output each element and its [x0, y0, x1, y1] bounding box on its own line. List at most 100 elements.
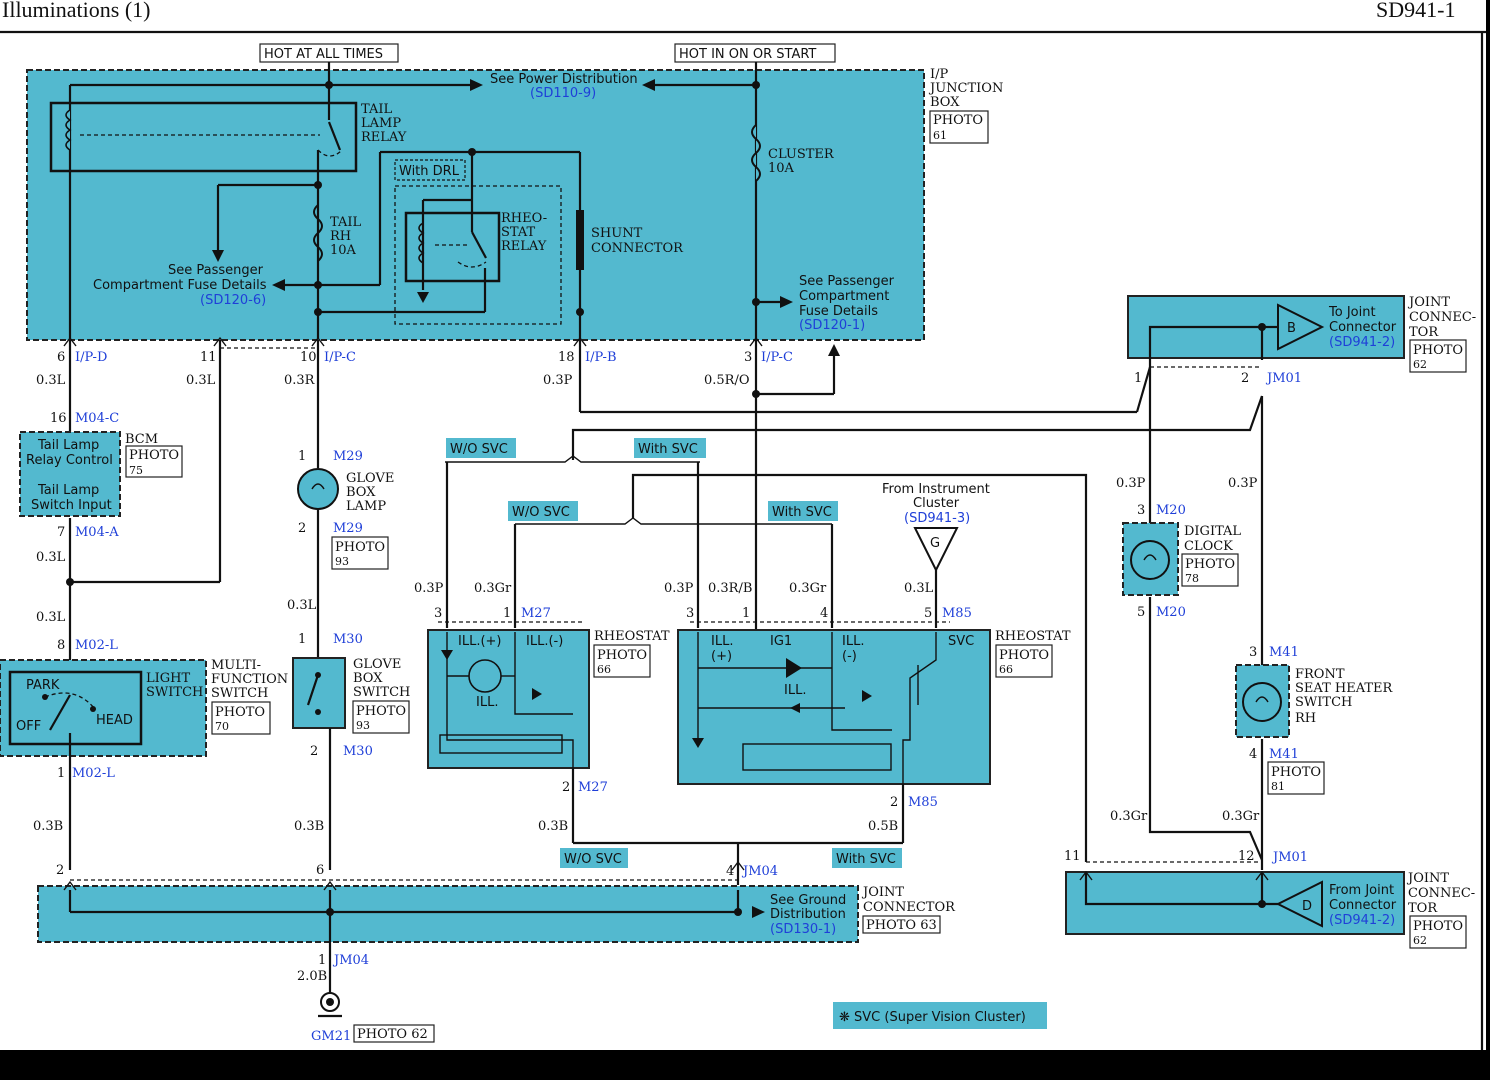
arrow-left-icon	[642, 79, 655, 91]
bulb-filament-icon	[1143, 554, 1157, 561]
joint-bottom-label-2: CONNEC-	[1408, 886, 1475, 901]
glove-switch-m30: M30	[333, 632, 363, 647]
bcm-relay-ctrl-2: Relay Control	[26, 453, 113, 468]
tag-wo-svc	[508, 501, 578, 521]
drl-option-box	[394, 185, 562, 325]
see-power-ref: (SD110-9)	[530, 86, 596, 101]
tag-wo-svc	[560, 848, 628, 868]
gm21-photo-box	[353, 1024, 435, 1043]
wire-spec: 0.3L	[36, 610, 66, 625]
diode-icon	[692, 738, 704, 748]
clock-pin-3: 3	[1137, 503, 1145, 518]
relay-contact-arc	[317, 149, 343, 157]
bcm-box	[19, 431, 121, 517]
bulb-icon	[1242, 682, 1282, 722]
potentiometer-icon	[742, 743, 892, 771]
glove-switch-label-3: SWITCH	[353, 685, 410, 700]
connector-d-label: D	[1302, 899, 1312, 914]
glove-lamp-label-3: LAMP	[346, 499, 386, 514]
fuse-icon	[751, 124, 761, 182]
led-icon	[786, 658, 802, 678]
clock-photo-no: 78	[1185, 572, 1199, 585]
ipb-wire	[1135, 366, 1152, 413]
pin-6: 6	[57, 350, 65, 365]
joint-top-bus	[1148, 325, 1264, 360]
rheostat-a-photo-no: 66	[597, 663, 611, 676]
glove-switch-pin-2: 2	[310, 744, 318, 759]
ground-pin-1: 1	[318, 953, 326, 968]
arrow-right-icon	[470, 79, 483, 91]
switch-lever-icon	[49, 694, 71, 731]
connector-g-icon	[913, 527, 959, 573]
joint-top-label-3: TOR	[1409, 325, 1439, 340]
ip-junction-box	[26, 69, 925, 341]
diode-icon	[862, 690, 872, 702]
ground-symbol-icon	[320, 992, 340, 1012]
wire-spec: 0.3L	[904, 581, 934, 596]
bcm-m04c: M04-C	[75, 411, 119, 426]
tail-relay-label-3: RELAY	[361, 130, 407, 145]
glove-switch-photo-box	[352, 700, 410, 734]
arrow-down-icon	[212, 250, 224, 262]
bcm-switch-input-1: Tail Lamp	[37, 483, 99, 498]
hot-at-all-times-label: HOT AT ALL TIMES	[264, 47, 383, 62]
tail-relay-label-2: LAMP	[361, 116, 401, 131]
gm21-label: GM21	[311, 1029, 351, 1044]
switch-pin-1: 1	[57, 766, 65, 781]
joint-bottom-photo: PHOTO	[1413, 919, 1463, 934]
see-pass-left-1: See Passenger	[168, 263, 264, 278]
see-pass-right-3: Fuse Details	[799, 304, 878, 319]
pin-ipc-2: I/P-C	[761, 350, 793, 365]
connector-chevron-icon	[749, 336, 763, 347]
connector-chevron-icon	[323, 880, 337, 891]
tail-lamp-relay	[49, 101, 358, 173]
wire-spec: 2.0B	[297, 969, 327, 984]
wire-spec: 0.3R/B	[708, 581, 752, 596]
bulb-icon	[297, 468, 339, 510]
glove-switch-label-2: BOX	[353, 671, 383, 686]
wire-spec: 0.3R	[284, 373, 316, 388]
rheostat-a-photo: PHOTO	[597, 648, 647, 663]
see-ground-1: See Ground	[770, 893, 846, 908]
glove-switch-m30-b: M30	[343, 744, 373, 759]
bulb-filament-icon	[1255, 696, 1269, 703]
rheostat-b-pin-2: 2	[890, 795, 898, 810]
multi-label-2: FUNCTION	[211, 672, 288, 687]
tail-fuse-label-2: RH	[330, 229, 351, 244]
light-switch-label-1: LIGHT	[146, 671, 190, 686]
glove-lamp-photo: PHOTO	[335, 540, 385, 555]
bulb-icon	[1130, 540, 1170, 580]
multi-function-switch	[0, 659, 207, 757]
rheostat-b-circuit	[902, 632, 937, 784]
joint-bottom-jm01: JM01	[1271, 850, 1308, 865]
rheostat-a-photo-box	[593, 644, 651, 678]
connector-d-icon	[1275, 880, 1323, 928]
light-switch-label-2: SWITCH	[146, 685, 203, 700]
rheostat-relay-label-2: STAT	[501, 225, 536, 240]
cluster-fuse-label-1: CLUSTER	[768, 147, 835, 162]
rheostat-b	[677, 629, 991, 785]
tail-fuse-label-3: 10A	[330, 243, 357, 258]
joint-top-pin-2: 2	[1241, 371, 1249, 386]
rheostat-relay-contact-icon	[471, 231, 487, 259]
connector-chevron-icon	[63, 336, 77, 347]
junction-box-label-2: JUNCTION	[928, 81, 1003, 96]
heater-label-3: SWITCH	[1295, 695, 1352, 710]
diagram-title: Illuminations (1)	[2, 0, 150, 22]
glove-lamp-m29-b: M29	[333, 521, 363, 536]
rheostat-a-pin-2: 2	[562, 780, 570, 795]
switch-head: HEAD	[96, 713, 133, 728]
clock-ground-wire	[1148, 597, 1264, 861]
splice-dot	[314, 308, 322, 316]
joint-pin-6: 6	[316, 863, 324, 878]
rheostat-b-ig1: IG1	[770, 634, 792, 649]
arrow-up-icon	[828, 344, 840, 356]
svc-power-wire	[571, 395, 1264, 460]
wiring-diagram: Illuminations (1) SD941-1 HOT AT ALL TIM…	[0, 0, 1486, 1050]
joint-bottom-photo-box	[1409, 915, 1467, 949]
tag-with-svc	[634, 438, 706, 458]
rheostat-b-ill: ILL.	[711, 634, 733, 649]
joint-bottom-label-1: JOINT	[1406, 871, 1449, 886]
switch-m02l: M02-L	[75, 638, 118, 653]
rheostat-a-m27: M27	[521, 606, 551, 621]
